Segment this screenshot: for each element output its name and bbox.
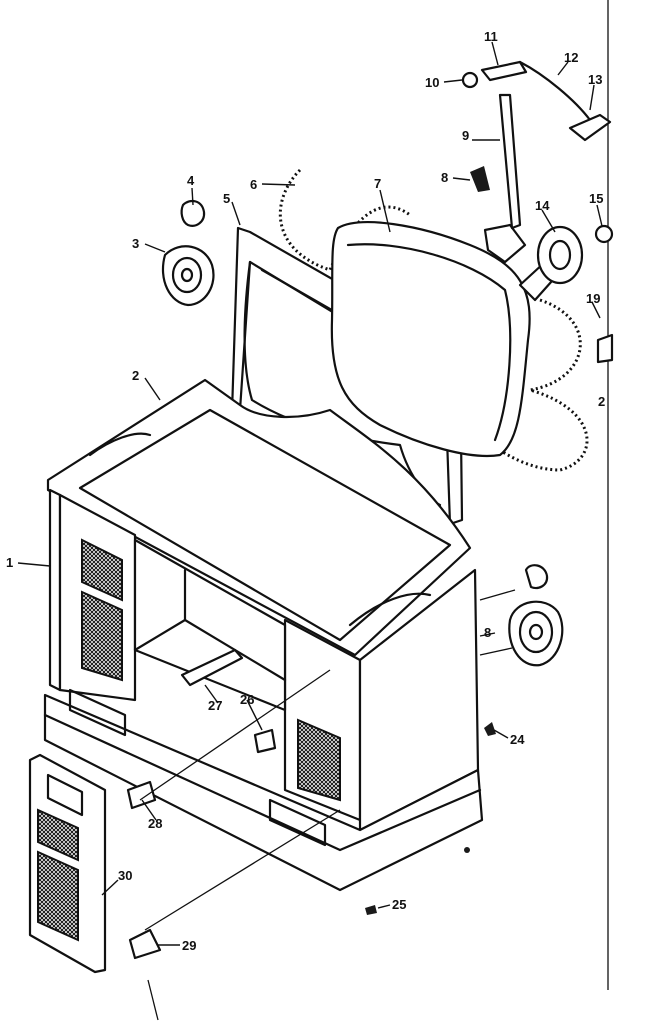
label-9: 9 <box>462 128 469 143</box>
grille-left-upper <box>81 538 123 602</box>
leader-lines <box>17 41 603 946</box>
part-19 <box>596 333 614 364</box>
label-11: 11 <box>484 29 498 44</box>
label-8: 8 <box>441 170 448 185</box>
label-28: 28 <box>148 816 162 831</box>
spring-8 <box>470 166 490 192</box>
cabinet-left-side <box>48 488 62 692</box>
handle-left <box>88 432 152 457</box>
speaker-4 <box>180 199 206 227</box>
label-24: 24 <box>510 732 525 747</box>
label-26: 26 <box>240 692 254 707</box>
speaker-3-cone <box>171 256 203 294</box>
drawer-right <box>268 798 327 847</box>
label-1: 1 <box>6 555 13 570</box>
door-30-grille-lower <box>37 850 79 942</box>
speaker-right <box>508 600 564 667</box>
label-2-right: 2 <box>598 394 605 409</box>
drawer-left <box>68 688 127 737</box>
hinge-28 <box>126 780 157 810</box>
picture-tube-face <box>346 243 512 442</box>
screw-base <box>464 847 470 853</box>
wire-12 <box>518 60 592 122</box>
cabinet-top-inner <box>78 408 452 642</box>
label-4: 4 <box>187 173 195 188</box>
speaker-right-cone <box>518 610 554 654</box>
part-27 <box>180 648 244 687</box>
part-labels: 1 2 3 4 5 6 7 8 9 10 11 12 13 14 15 19 2… <box>6 29 605 953</box>
label-13: 13 <box>588 72 602 87</box>
part-15 <box>594 224 614 244</box>
cabinet-top <box>46 378 472 657</box>
chain-upper <box>278 168 411 272</box>
label-30: 30 <box>118 868 132 883</box>
label-19: 19 <box>586 291 600 306</box>
picture-tube <box>330 221 531 458</box>
knob-10 <box>461 71 479 89</box>
grille-right <box>297 718 341 802</box>
label-6: 6 <box>250 177 257 192</box>
label-5: 5 <box>223 191 230 206</box>
door-30-window <box>46 773 84 817</box>
speaker-3 <box>161 245 215 307</box>
screw-24 <box>484 722 496 736</box>
label-25: 25 <box>392 897 406 912</box>
cabinet-opening <box>133 538 287 712</box>
speaker-3-center <box>180 267 194 283</box>
cabinet-base <box>43 693 484 892</box>
screw-25 <box>365 905 377 915</box>
part-26 <box>253 728 277 754</box>
label-8-right: 8 <box>484 625 491 640</box>
explode-line-4 <box>479 647 513 656</box>
label-27: 27 <box>208 698 222 713</box>
label-14: 14 <box>535 198 550 213</box>
yoke-inner <box>548 239 572 271</box>
label-10: 10 <box>425 75 439 90</box>
explode-line-3 <box>479 589 516 601</box>
label-2: 2 <box>132 368 139 383</box>
clip-13 <box>568 113 612 142</box>
label-15: 15 <box>589 191 603 206</box>
label-3: 3 <box>132 236 139 251</box>
hinge-29 <box>128 928 162 960</box>
explode-line-1 <box>139 669 331 801</box>
speaker-right-center <box>528 623 544 641</box>
yoke <box>536 225 584 285</box>
label-29: 29 <box>182 938 196 953</box>
grille-left-lower <box>81 590 123 682</box>
rod-9 <box>498 93 522 230</box>
speaker-right-small <box>524 564 549 590</box>
handle-right <box>348 592 432 627</box>
leader-bottom <box>147 979 159 1021</box>
explode-line-2 <box>144 809 341 931</box>
label-7: 7 <box>374 176 381 191</box>
label-12: 12 <box>564 50 578 65</box>
lever-11 <box>480 60 528 82</box>
door-30-grille-upper <box>37 808 79 862</box>
bracket-8 <box>483 223 527 264</box>
cabinet-base-line <box>43 713 482 852</box>
